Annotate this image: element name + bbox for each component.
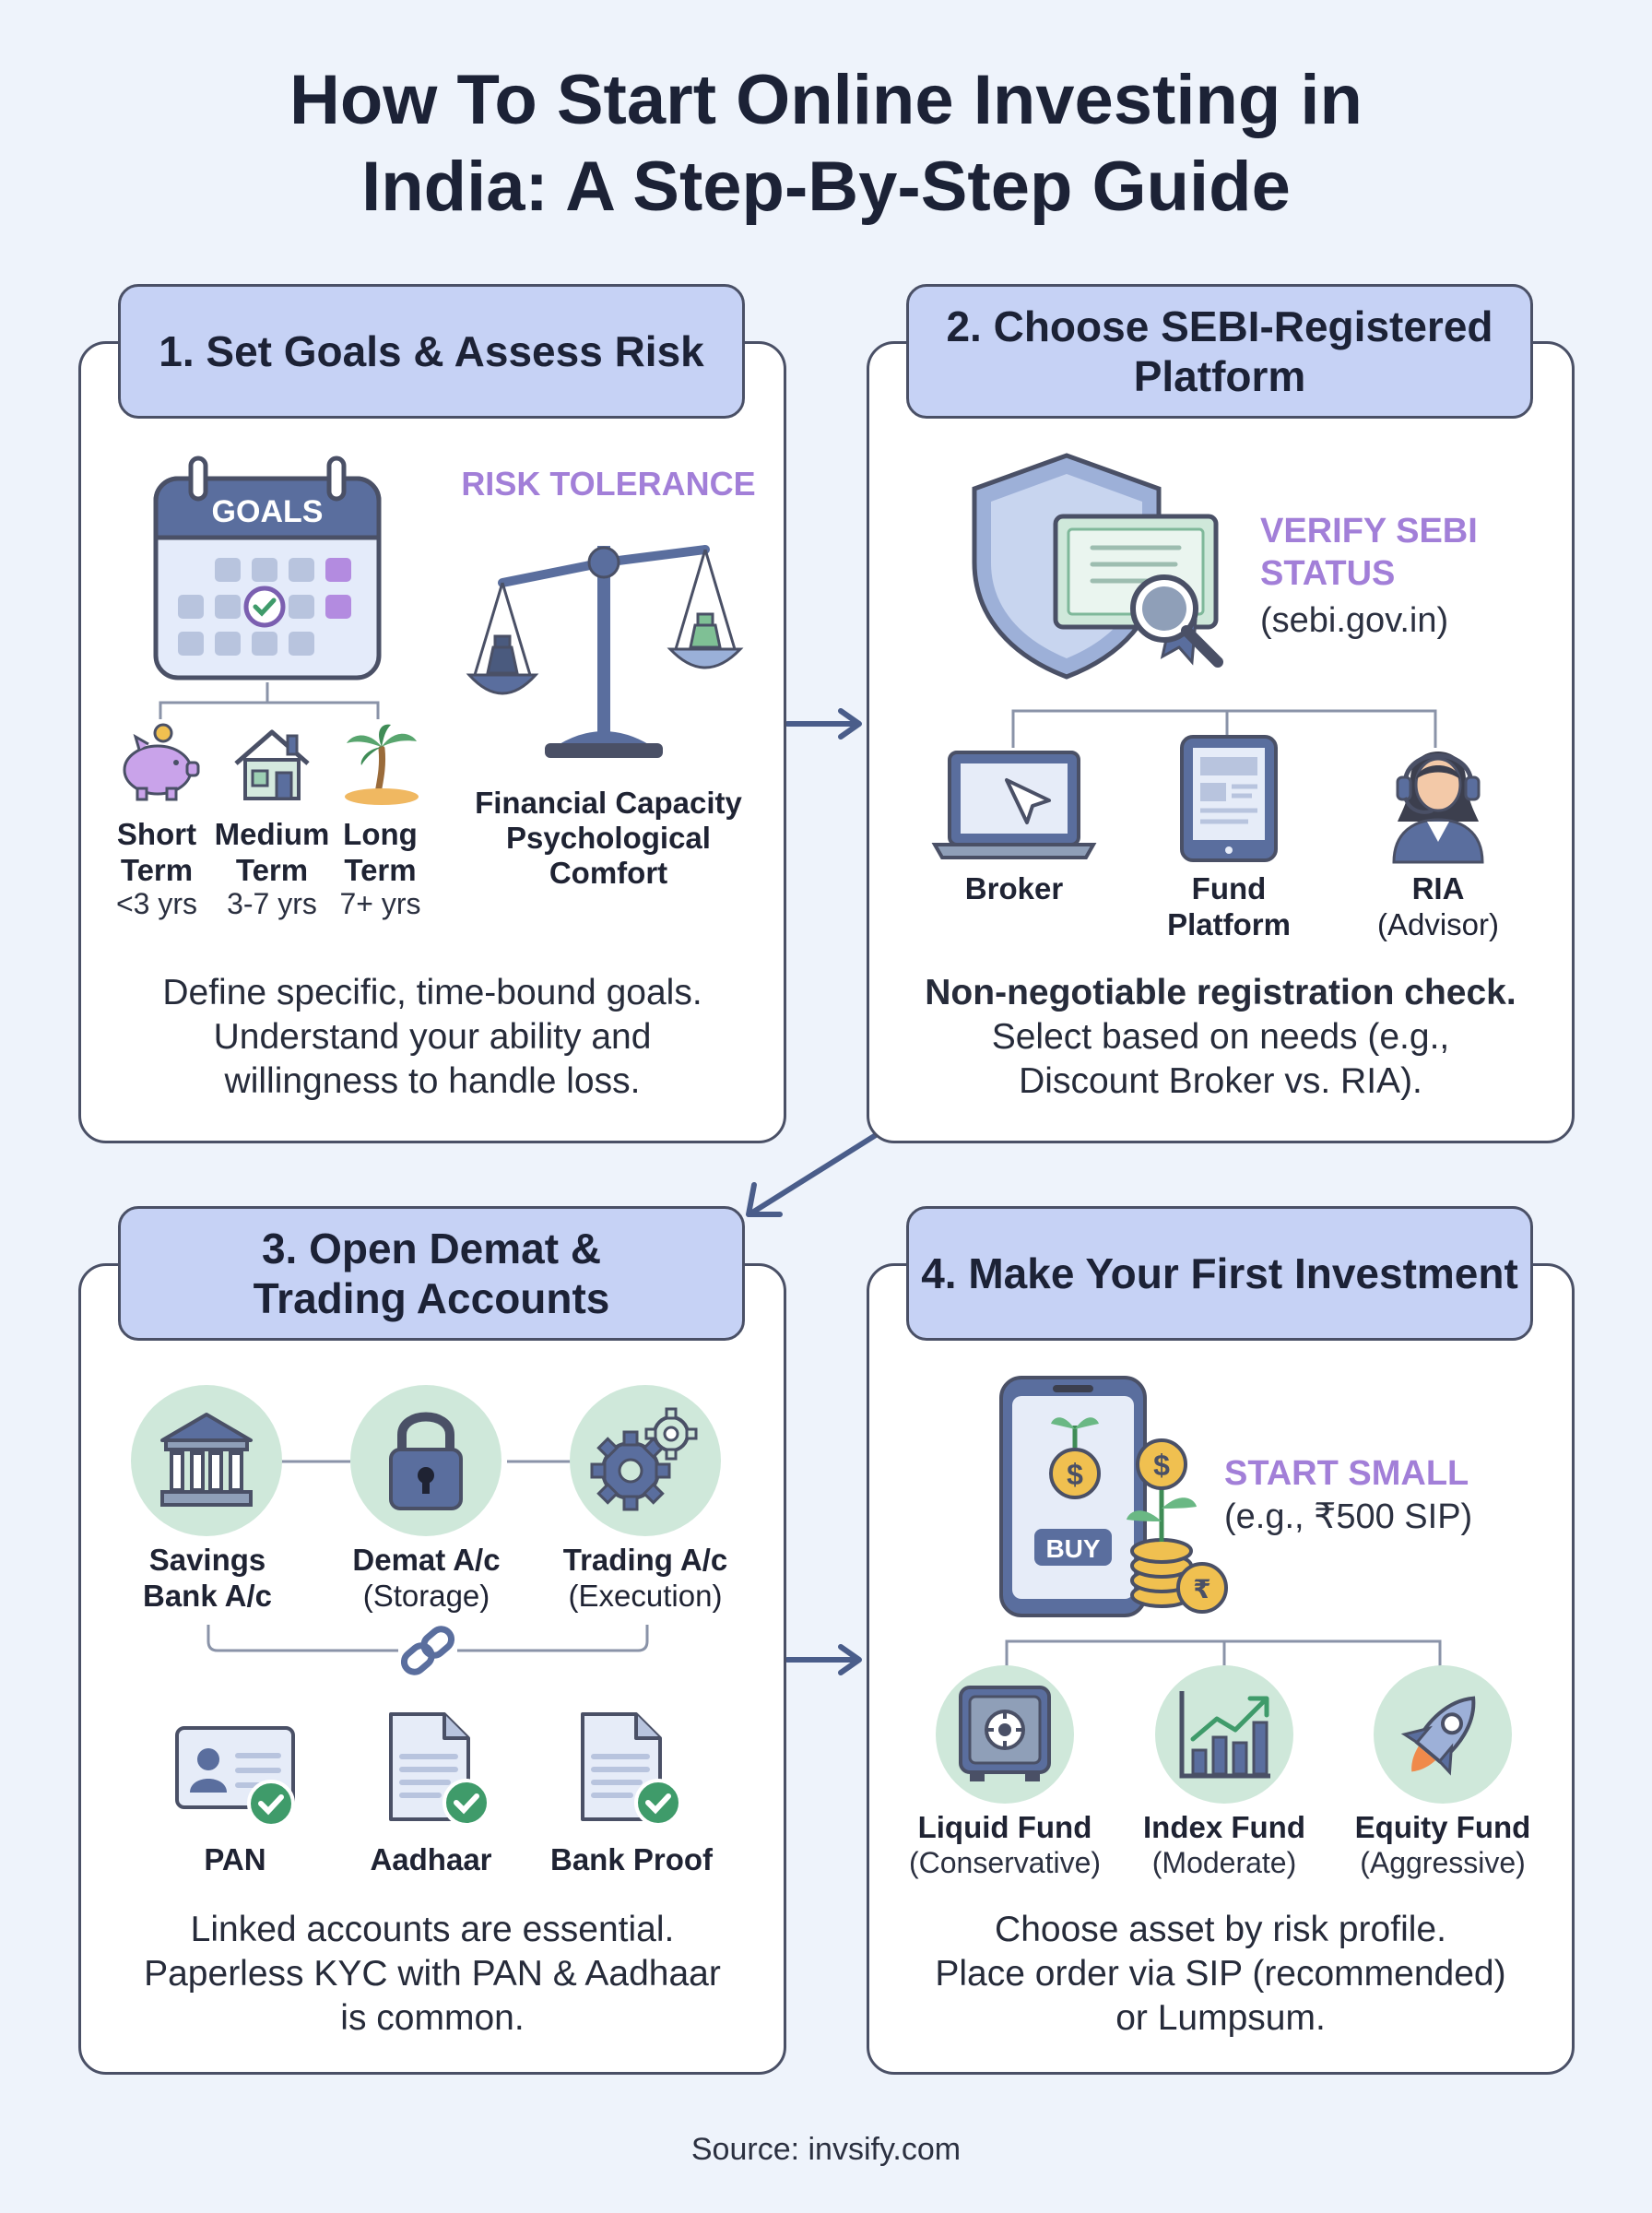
term-medium-range: 3-7 yrs bbox=[227, 887, 317, 920]
document-pan-label: PAN bbox=[204, 1842, 266, 1876]
fund-liquid-label: Liquid Fund bbox=[917, 1810, 1092, 1844]
arrow-step1-to-step2 bbox=[785, 708, 862, 740]
arrow-step3-to-step4 bbox=[785, 1644, 862, 1675]
balance-scale-icon bbox=[466, 545, 744, 758]
fund-equity-risk: (Aggressive) bbox=[1360, 1846, 1526, 1879]
fund-equity-label: Equity Fund bbox=[1354, 1810, 1531, 1844]
account-connector-top bbox=[277, 1460, 581, 1463]
risk-tolerance-label: RISK TOLERANCE bbox=[461, 465, 756, 503]
step-2-header: 2. Choose SEBI-Registered Platform bbox=[906, 284, 1533, 419]
calendar-label: GOALS bbox=[211, 494, 324, 529]
piggy-bank-icon bbox=[123, 723, 200, 801]
link-icon bbox=[206, 1625, 649, 1675]
bank-proof-document-icon bbox=[581, 1712, 682, 1827]
safe-icon bbox=[959, 1686, 1051, 1781]
buy-button-label: BUY bbox=[1045, 1534, 1101, 1563]
start-small-label: START SMALL bbox=[1224, 1454, 1469, 1493]
step-1-description: Define specific, time-bound goals. Under… bbox=[162, 973, 702, 1101]
bank-icon bbox=[160, 1413, 253, 1507]
calendar-icon bbox=[153, 456, 382, 680]
house-icon bbox=[234, 729, 310, 800]
svg-text:$: $ bbox=[1067, 1458, 1083, 1491]
source-credit: Source: invsify.com bbox=[690, 2132, 962, 2167]
page-title: How To Start Online Investing in India: … bbox=[289, 61, 1363, 226]
account-demat-label: Demat A/c (Storage) bbox=[352, 1543, 501, 1613]
pan-card-icon bbox=[175, 1726, 295, 1828]
laptop-icon bbox=[931, 751, 1097, 859]
step-1-header: 1. Set Goals & Assess Risk bbox=[118, 284, 745, 419]
term-short-range: <3 yrs bbox=[115, 887, 198, 920]
risk-factors: Financial Capacity Psychological Comfort bbox=[475, 786, 742, 890]
fund-index-risk: (Moderate) bbox=[1151, 1846, 1297, 1879]
option-broker-label: Broker bbox=[964, 871, 1064, 905]
term-medium-label: Medium Term bbox=[214, 817, 330, 887]
step-4-header: 4. Make Your First Investment bbox=[906, 1206, 1533, 1341]
tablet-icon bbox=[1180, 735, 1278, 862]
goals-connector bbox=[159, 682, 380, 719]
sebi-shield-certificate-icon bbox=[972, 453, 1223, 680]
bar-chart-icon-bg bbox=[1155, 1665, 1293, 1804]
arrow-step2-to-step3 bbox=[746, 1132, 879, 1217]
term-short-label: Short Term bbox=[116, 817, 197, 887]
document-bank-proof-label: Bank Proof bbox=[549, 1842, 714, 1876]
verify-sebi-label: VERIFY SEBI STATUS bbox=[1260, 512, 1478, 593]
lock-icon bbox=[389, 1412, 463, 1510]
step-3-header: 3. Open Demat & Trading Accounts bbox=[118, 1206, 745, 1341]
sebi-website: (sebi.gov.in) bbox=[1260, 601, 1449, 640]
aadhaar-document-icon bbox=[389, 1712, 490, 1827]
option-ria-label: RIA (Advisor) bbox=[1376, 871, 1500, 941]
fund-index-label: Index Fund bbox=[1143, 1810, 1305, 1844]
start-small-example: (e.g., ₹500 SIP) bbox=[1224, 1497, 1473, 1536]
svg-text:₹: ₹ bbox=[1193, 1574, 1210, 1604]
term-long-label: Long Term bbox=[343, 817, 418, 887]
step-2-description: Non-negotiable registration check. Selec… bbox=[925, 973, 1516, 1101]
rocket-icon bbox=[1400, 1696, 1476, 1776]
palm-tree-icon bbox=[345, 724, 419, 805]
bar-chart-icon bbox=[1179, 1691, 1270, 1779]
gears-icon bbox=[590, 1407, 698, 1511]
step-4-description: Choose asset by risk profile. Place orde… bbox=[935, 1910, 1506, 2038]
fund-liquid-risk: (Conservative) bbox=[908, 1846, 1102, 1879]
term-long-range: 7+ yrs bbox=[339, 887, 421, 920]
svg-text:$: $ bbox=[1153, 1449, 1170, 1482]
phone-investment-icon: $ $ ₹ bbox=[999, 1376, 1228, 1617]
option-fund-platform-label: Fund Platform bbox=[1167, 871, 1291, 941]
document-aadhaar-label: Aadhaar bbox=[370, 1842, 492, 1876]
account-savings-label: Savings Bank A/c bbox=[143, 1543, 272, 1613]
advisor-icon bbox=[1392, 751, 1484, 864]
bank-icon-bg bbox=[131, 1385, 282, 1536]
account-trading-label: Trading A/c (Execution) bbox=[562, 1543, 728, 1613]
step-3-description: Linked accounts are essential. Paperless… bbox=[144, 1910, 721, 2038]
